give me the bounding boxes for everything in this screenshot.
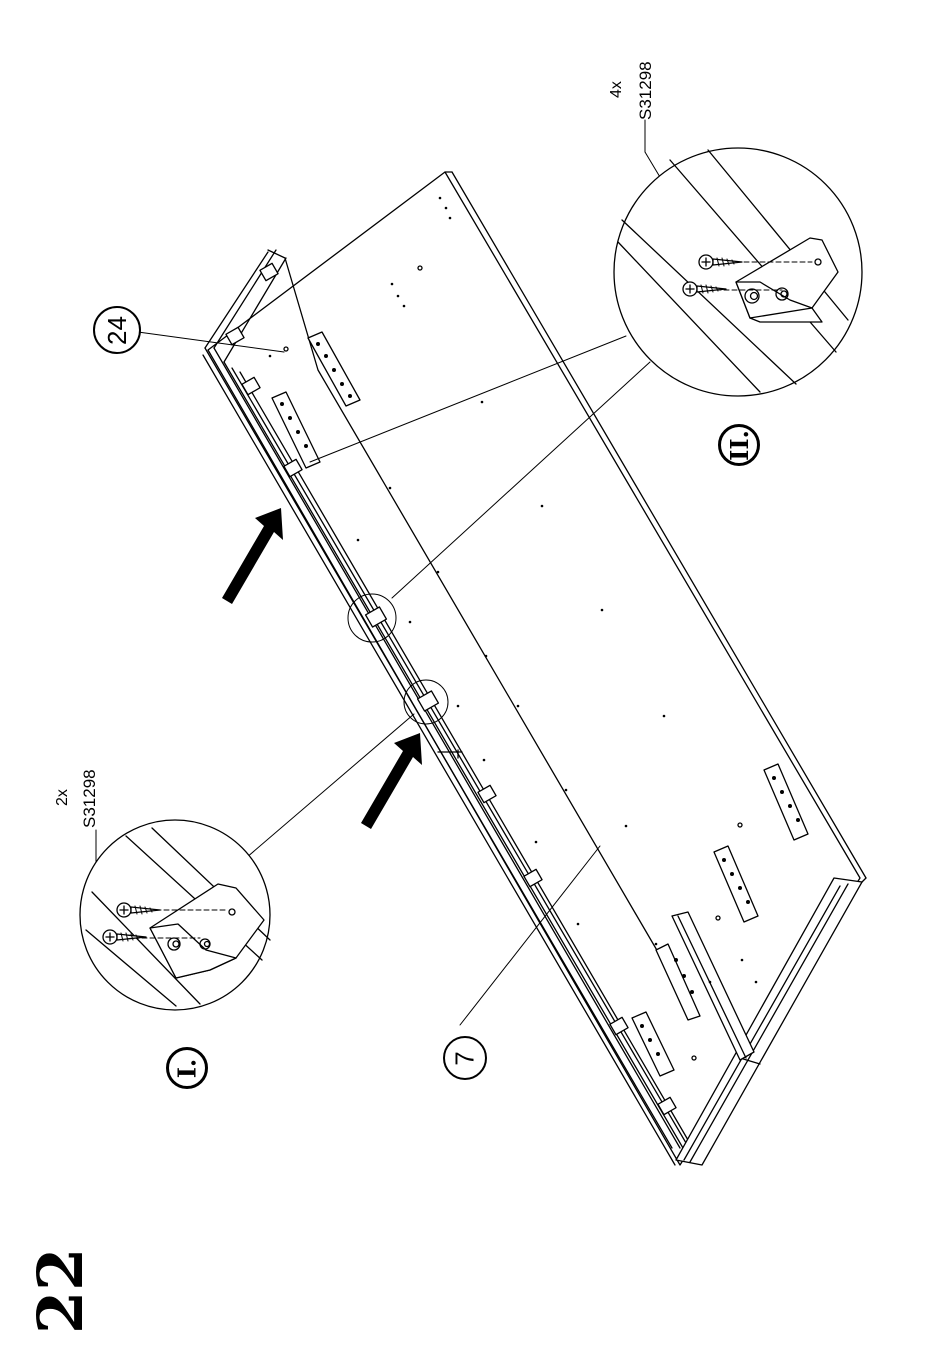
step-number: 22 <box>30 1248 92 1334</box>
part-number-7: 7 <box>450 1051 481 1065</box>
detail-i <box>80 820 270 1010</box>
hardware-qty-i: 2x <box>54 789 72 806</box>
hardware-code-ii: S31298 <box>636 61 655 120</box>
part-number-24: 24 <box>101 316 132 345</box>
hardware-code-i: S31298 <box>80 769 99 828</box>
part-callout-24: 24 <box>93 306 141 354</box>
detail-ii <box>614 148 862 396</box>
detail-label-i: I. <box>166 1047 208 1089</box>
detail-label-ii: II. <box>718 424 760 466</box>
hardware-qty-ii: 4x <box>608 81 626 98</box>
part-callout-7: 7 <box>443 1036 487 1080</box>
